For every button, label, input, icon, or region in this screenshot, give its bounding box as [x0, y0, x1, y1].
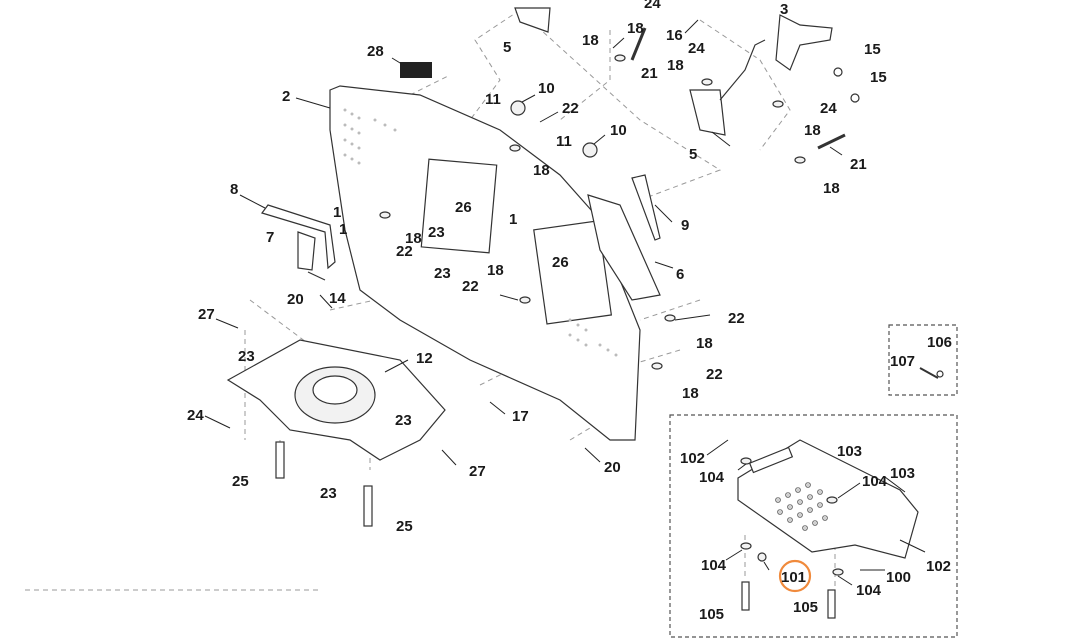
callout-101[interactable]: 101 — [781, 569, 806, 586]
callout-15[interactable]: 15 — [870, 69, 887, 86]
callout-9[interactable]: 9 — [681, 217, 689, 234]
knob-part-10 — [510, 100, 598, 158]
main-panel-part-2 — [329, 85, 641, 441]
callout-8[interactable]: 8 — [230, 181, 238, 198]
callout-16[interactable]: 16 — [666, 27, 683, 44]
callout-18[interactable]: 18 — [682, 385, 699, 402]
callout-100[interactable]: 100 — [886, 569, 911, 586]
callout-104[interactable]: 104 — [699, 469, 725, 486]
bracket-part-3 — [775, 14, 833, 71]
callout-28[interactable]: 28 — [367, 43, 384, 60]
callout-labels: 24 3 18 16 5 18 24 15 28 21 18 15 10 2 1… — [187, 0, 952, 623]
callout-11[interactable]: 11 — [485, 91, 501, 108]
callout-2[interactable]: 2 — [282, 88, 290, 105]
callout-18[interactable]: 18 — [804, 122, 821, 139]
callout-22[interactable]: 22 — [706, 366, 723, 383]
callout-27[interactable]: 27 — [469, 463, 486, 480]
pin-part-25 — [275, 441, 373, 527]
callout-5[interactable]: 5 — [689, 146, 697, 163]
callout-26[interactable]: 26 — [455, 199, 472, 216]
callout-22[interactable]: 22 — [396, 243, 413, 260]
callout-1[interactable]: 1 — [339, 221, 347, 238]
inset-box-100-105 — [669, 414, 958, 638]
callout-18[interactable]: 18 — [533, 162, 550, 179]
callout-104[interactable]: 104 — [856, 582, 882, 599]
washers — [379, 54, 806, 370]
callout-11[interactable]: 11 — [556, 133, 572, 150]
callout-6[interactable]: 6 — [676, 266, 684, 283]
decal-part-28 — [400, 62, 432, 78]
callout-106[interactable]: 106 — [927, 334, 952, 351]
callout-23[interactable]: 23 — [238, 348, 255, 365]
callout-1[interactable]: 1 — [333, 204, 341, 221]
base-plate-part-12 — [226, 339, 446, 461]
callout-1[interactable]: 1 — [509, 211, 517, 228]
callout-25[interactable]: 25 — [396, 518, 413, 535]
callout-12[interactable]: 12 — [416, 350, 433, 367]
callout-24[interactable]: 24 — [644, 0, 661, 12]
callout-18[interactable]: 18 — [667, 57, 684, 74]
callout-104[interactable]: 104 — [701, 557, 727, 574]
bracket-part-5 — [514, 7, 766, 136]
callout-22[interactable]: 22 — [728, 310, 745, 327]
callout-18[interactable]: 18 — [696, 335, 713, 352]
callout-104[interactable]: 104 — [862, 473, 888, 490]
pins-part-105 — [741, 581, 836, 619]
callout-20[interactable]: 20 — [287, 291, 304, 308]
callout-14[interactable]: 14 — [329, 290, 346, 307]
callout-103[interactable]: 103 — [890, 465, 915, 482]
callout-10[interactable]: 10 — [538, 80, 555, 97]
callout-23[interactable]: 23 — [434, 265, 451, 282]
callout-102[interactable]: 102 — [680, 450, 705, 467]
washers-part-104 — [740, 457, 844, 576]
highlight-ring-101 — [778, 559, 812, 593]
callout-24[interactable]: 24 — [187, 407, 204, 424]
callout-17[interactable]: 17 — [512, 408, 529, 425]
nut-part-101 — [757, 552, 767, 562]
callout-21[interactable]: 21 — [850, 156, 867, 173]
callout-5[interactable]: 5 — [503, 39, 511, 56]
callout-7[interactable]: 7 — [266, 229, 274, 246]
clip-part-9 — [631, 174, 661, 241]
cover-plate-part-6 — [587, 194, 661, 301]
callout-21[interactable]: 21 — [641, 65, 658, 82]
callout-18[interactable]: 18 — [627, 20, 644, 37]
callout-10[interactable]: 10 — [610, 122, 627, 139]
callout-18[interactable]: 18 — [582, 32, 599, 49]
callout-105[interactable]: 105 — [699, 606, 724, 623]
callout-23[interactable]: 23 — [395, 412, 412, 429]
callout-25[interactable]: 25 — [232, 473, 249, 490]
callout-102[interactable]: 102 — [926, 558, 951, 575]
callout-26[interactable]: 26 — [552, 254, 569, 271]
callout-24[interactable]: 24 — [688, 40, 705, 57]
callout-23[interactable]: 23 — [320, 485, 337, 502]
callout-24[interactable]: 24 — [820, 100, 837, 117]
callout-105[interactable]: 105 — [793, 599, 818, 616]
callout-20[interactable]: 20 — [604, 459, 621, 476]
callout-27[interactable]: 27 — [198, 306, 215, 323]
callout-23[interactable]: 23 — [428, 224, 445, 241]
screw-part-107 — [919, 367, 944, 379]
callout-103[interactable]: 103 — [837, 443, 862, 460]
callout-18[interactable]: 18 — [823, 180, 840, 197]
handle-part-8 — [261, 204, 336, 281]
callout-18[interactable]: 18 — [487, 262, 504, 279]
bolts-21-15 — [630, 27, 860, 150]
callout-22[interactable]: 22 — [462, 278, 479, 295]
inset-box-106-107 — [888, 324, 958, 396]
callout-15[interactable]: 15 — [864, 41, 881, 58]
callout-107[interactable]: 107 — [890, 353, 915, 370]
callout-18[interactable]: 18 — [405, 230, 422, 247]
leader-lines — [204, 19, 926, 586]
callout-3[interactable]: 3 — [780, 1, 788, 18]
callout-22[interactable]: 22 — [562, 100, 579, 117]
